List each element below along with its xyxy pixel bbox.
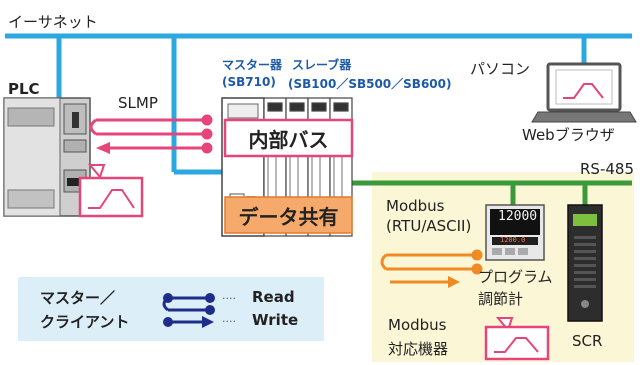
master-model-label: (SB710)	[222, 75, 276, 89]
rs485-lines	[350, 180, 632, 205]
modbus-device-label-line2: 対応機器	[388, 340, 449, 358]
legend-write-dots: ····	[222, 315, 236, 328]
internal-bus-box	[223, 118, 354, 158]
slmp-label: SLMP	[118, 94, 158, 112]
legend-client-line1: マスター／	[40, 289, 116, 307]
modbus-device-label-line1: Modbus	[388, 316, 447, 334]
legend-read-label: Read	[252, 288, 295, 306]
plc-trend-chart-icon	[78, 164, 144, 218]
legend-arrows	[162, 293, 215, 328]
ethernet-label: イーサネット	[8, 13, 98, 31]
data-sharing-box	[224, 196, 353, 234]
modbus-rtu-label-line1: Modbus	[386, 197, 445, 215]
plc-unit	[3, 97, 91, 217]
slave-models-label: (SB100／SB500／SB600)	[288, 77, 452, 91]
modbus-trend-chart-icon	[484, 317, 550, 361]
slave-device-label: スレーブ器	[292, 58, 352, 72]
slmp-arrows	[89, 114, 213, 154]
legend-write-label: Write	[252, 311, 299, 329]
scr-label: SCR	[572, 332, 603, 350]
program-controller-label-line2: 調節計	[478, 290, 524, 308]
controller-pv-readout: 12000	[498, 209, 538, 224]
web-browser-label: Webブラウザ	[522, 126, 615, 144]
modbus-rtu-label-line2: (RTU/ASCII)	[386, 217, 472, 235]
program-controller	[485, 204, 545, 261]
controller-sv-readout: 1200.0	[500, 236, 526, 244]
data-sharing-label: データ共有	[238, 204, 339, 229]
legend-read-dots: ····	[222, 292, 236, 305]
rs485-label: RS-485	[580, 160, 634, 178]
plc-label: PLC	[8, 80, 40, 98]
modbus-arrows	[380, 249, 483, 288]
scr-device	[567, 204, 603, 322]
legend-client-line2: クライアント	[40, 313, 130, 331]
pc-label: パソコン	[470, 60, 531, 78]
program-controller-label-line1: プログラム	[478, 268, 553, 286]
laptop-icon	[531, 62, 637, 123]
master-device-label: マスター器	[222, 58, 283, 72]
internal-bus-label: 内部バス	[248, 127, 329, 152]
